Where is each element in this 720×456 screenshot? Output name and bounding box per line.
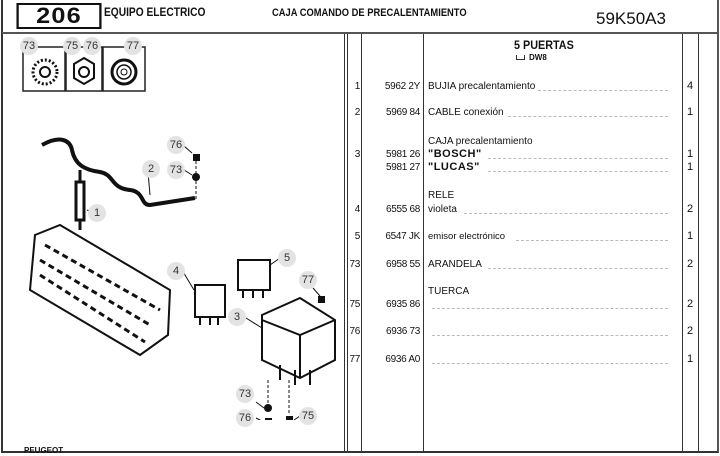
ref-number: 77 xyxy=(349,354,360,365)
leader-dots xyxy=(464,213,668,214)
quantity: 1 xyxy=(686,353,694,365)
quantity: 2 xyxy=(686,258,694,270)
electronic-emitter-drawing xyxy=(237,259,271,298)
page-title: CAJA COMANDO DE PRECALENTAMIENTO xyxy=(272,7,467,19)
engine-code: DW8 xyxy=(529,53,547,62)
part-number: 5981 26 xyxy=(385,149,420,160)
callout: 77 xyxy=(124,37,142,55)
part-group-label: TUERCA xyxy=(428,286,470,297)
variant-title: 5 PUERTAS xyxy=(514,38,574,52)
callout: 77 xyxy=(299,271,317,289)
part-number: 6958 55 xyxy=(385,259,420,270)
callout: 1 xyxy=(88,204,106,222)
quantity: 1 xyxy=(686,161,694,173)
quantity: 2 xyxy=(686,203,694,215)
part-description: "BOSCH" xyxy=(428,148,482,160)
callout: 73 xyxy=(236,385,254,403)
ref-number: 76 xyxy=(349,326,360,337)
column-divider xyxy=(682,34,683,452)
header-divider xyxy=(2,32,718,34)
part-number: 5962 2Y xyxy=(384,81,420,92)
preheating-box-drawing xyxy=(261,296,336,385)
quantity: 1 xyxy=(686,148,694,160)
column-divider xyxy=(344,34,345,452)
hardware-inset xyxy=(22,46,146,92)
callout: 73 xyxy=(167,161,185,179)
callout: 5 xyxy=(278,249,296,267)
ref-number: 4 xyxy=(354,204,361,215)
engine-type-icon xyxy=(516,55,525,60)
leader-dots xyxy=(432,363,668,364)
leader-dots xyxy=(488,158,668,159)
model-badge: 206 xyxy=(16,3,102,29)
callout: 76 xyxy=(83,37,101,55)
callout: 76 xyxy=(167,136,185,154)
callout: 3 xyxy=(228,308,246,326)
exploded-diagram xyxy=(28,137,336,420)
glow-plug-drawing xyxy=(74,170,86,230)
brand-footer: PEUGEOT xyxy=(24,446,64,455)
ref-number: 73 xyxy=(349,259,360,270)
part-group-label: CAJA precalentamiento xyxy=(428,136,533,147)
callout: 76 xyxy=(236,409,254,427)
relay-violet-drawing xyxy=(194,284,226,325)
callout: 2 xyxy=(142,160,160,178)
part-description: BUJIA precalentamiento xyxy=(428,81,536,92)
callout: 75 xyxy=(63,37,81,55)
leader-dots xyxy=(516,240,668,241)
leader-dots xyxy=(488,171,668,172)
part-number: 5981 27 xyxy=(385,162,420,173)
quantity: 1 xyxy=(686,230,694,242)
part-description: CABLE conexión xyxy=(428,107,504,118)
part-group-label: RELE xyxy=(428,190,455,201)
part-number: 6936 73 xyxy=(385,326,420,337)
leader-dots xyxy=(432,308,668,309)
engine-head-drawing xyxy=(28,223,172,357)
leader-dots xyxy=(432,335,668,336)
ref-number: 1 xyxy=(354,81,361,92)
nut-icon xyxy=(73,56,95,86)
ref-number: 5 xyxy=(354,231,361,242)
variant-engine: DW8 xyxy=(516,53,547,62)
part-number: 6555 68 xyxy=(385,204,420,215)
quantity: 1 xyxy=(686,106,694,118)
group-title: EQUIPO ELECTRICO xyxy=(104,5,206,19)
quantity: 2 xyxy=(686,325,694,337)
quantity: 4 xyxy=(686,80,694,92)
quantity: 2 xyxy=(686,298,694,310)
column-divider xyxy=(347,34,348,452)
column-divider xyxy=(698,34,699,452)
callout: 4 xyxy=(167,262,185,280)
part-description: emisor electrónico xyxy=(428,231,506,242)
callout: 75 xyxy=(299,407,317,425)
glow-plug-cable-drawing xyxy=(41,137,196,208)
leader-dots xyxy=(488,268,668,269)
part-description: ARANDELA xyxy=(428,259,482,270)
part-number: 6935 86 xyxy=(385,299,420,310)
callout: 73 xyxy=(20,37,38,55)
part-number: 6936 A0 xyxy=(385,354,420,365)
ref-number: 2 xyxy=(354,107,361,118)
part-number: 6547 JK xyxy=(385,231,420,242)
leader-dots xyxy=(508,116,668,117)
ref-number: 75 xyxy=(349,299,360,310)
column-divider xyxy=(423,34,424,452)
column-divider xyxy=(361,34,362,452)
part-description: violeta xyxy=(428,204,457,215)
ref-number: 3 xyxy=(354,149,361,160)
part-description: "LUCAS" xyxy=(428,161,480,173)
serrated-washer-icon xyxy=(31,58,59,86)
leader-dots xyxy=(538,90,668,91)
flat-washer-icon xyxy=(110,58,138,86)
part-number: 5969 84 xyxy=(385,107,420,118)
page-code: 59K50A3 xyxy=(596,9,666,28)
